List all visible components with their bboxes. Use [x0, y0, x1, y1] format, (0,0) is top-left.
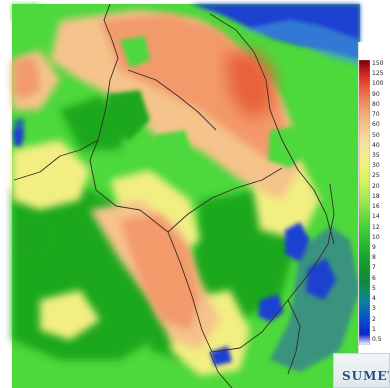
legend-tick-label: 0.5 — [372, 336, 382, 343]
legend-tick-label: 40 — [372, 141, 380, 149]
legend-tick-label: 7 — [372, 264, 376, 272]
legend-tick-label: 70 — [372, 111, 380, 119]
water-region — [12, 4, 360, 372]
legend-tick-label: 5 — [372, 284, 376, 292]
legend-tick-label: 2 — [372, 315, 376, 323]
legend-tick-label: 14 — [372, 213, 380, 221]
legend-tick-label: 18 — [372, 192, 380, 200]
map-boundaries — [13, 3, 335, 388]
legend-tick-label: 20 — [372, 182, 380, 190]
legend-tick-label: 4 — [372, 295, 376, 303]
green-patches — [20, 36, 310, 260]
legend-tick-label: 125 — [372, 70, 384, 78]
legend-tick-label: 8 — [372, 254, 376, 262]
provider-logo: SUMET — [333, 353, 390, 388]
legend-tick-label: 1 — [372, 325, 376, 333]
water-bodies — [14, 128, 336, 366]
legend-tick-label: 9 — [372, 244, 376, 251]
legend-tick-label: 6 — [372, 274, 376, 282]
legend-tick-label: 60 — [372, 121, 380, 129]
legend-tick-label: 50 — [372, 131, 380, 139]
legend-tick-label: 150 — [372, 60, 384, 67]
logo-text: SUMET — [342, 369, 389, 383]
legend-tick-label: 90 — [372, 90, 380, 98]
legend-tick-label: 3 — [372, 305, 376, 313]
legend-tick-label: 80 — [372, 100, 380, 108]
legend-tick-label: 10 — [372, 233, 380, 241]
legend-tick-label: 35 — [372, 152, 380, 159]
precipitation-high — [225, 50, 275, 120]
legend-tick-label: 25 — [372, 172, 380, 180]
legend-color-bar — [359, 60, 370, 345]
legend-tick-label: 12 — [372, 223, 380, 231]
legend-tick-label: 30 — [372, 162, 380, 170]
legend-tick-label: 100 — [372, 80, 384, 88]
legend-tick-label: 16 — [372, 203, 380, 211]
